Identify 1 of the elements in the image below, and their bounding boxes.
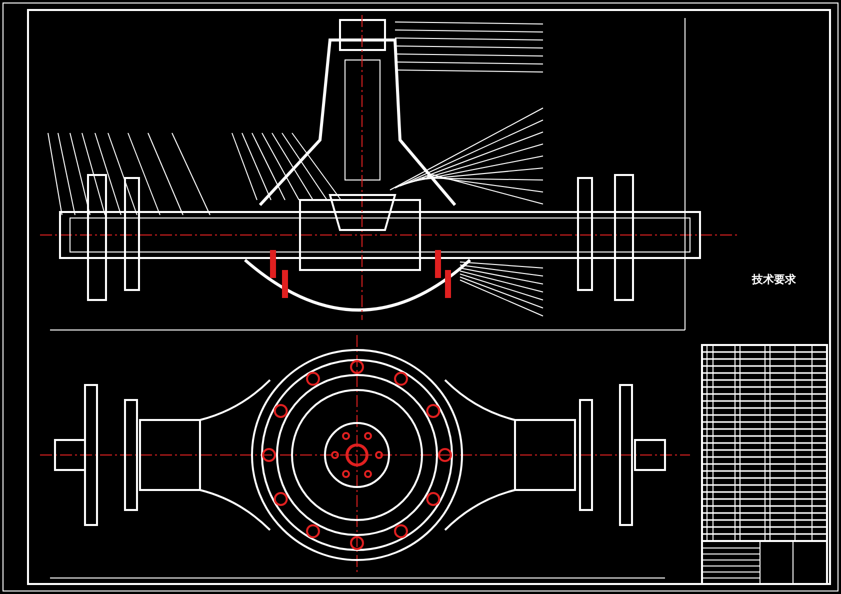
requirements-heading: 技术要求: [752, 272, 796, 287]
